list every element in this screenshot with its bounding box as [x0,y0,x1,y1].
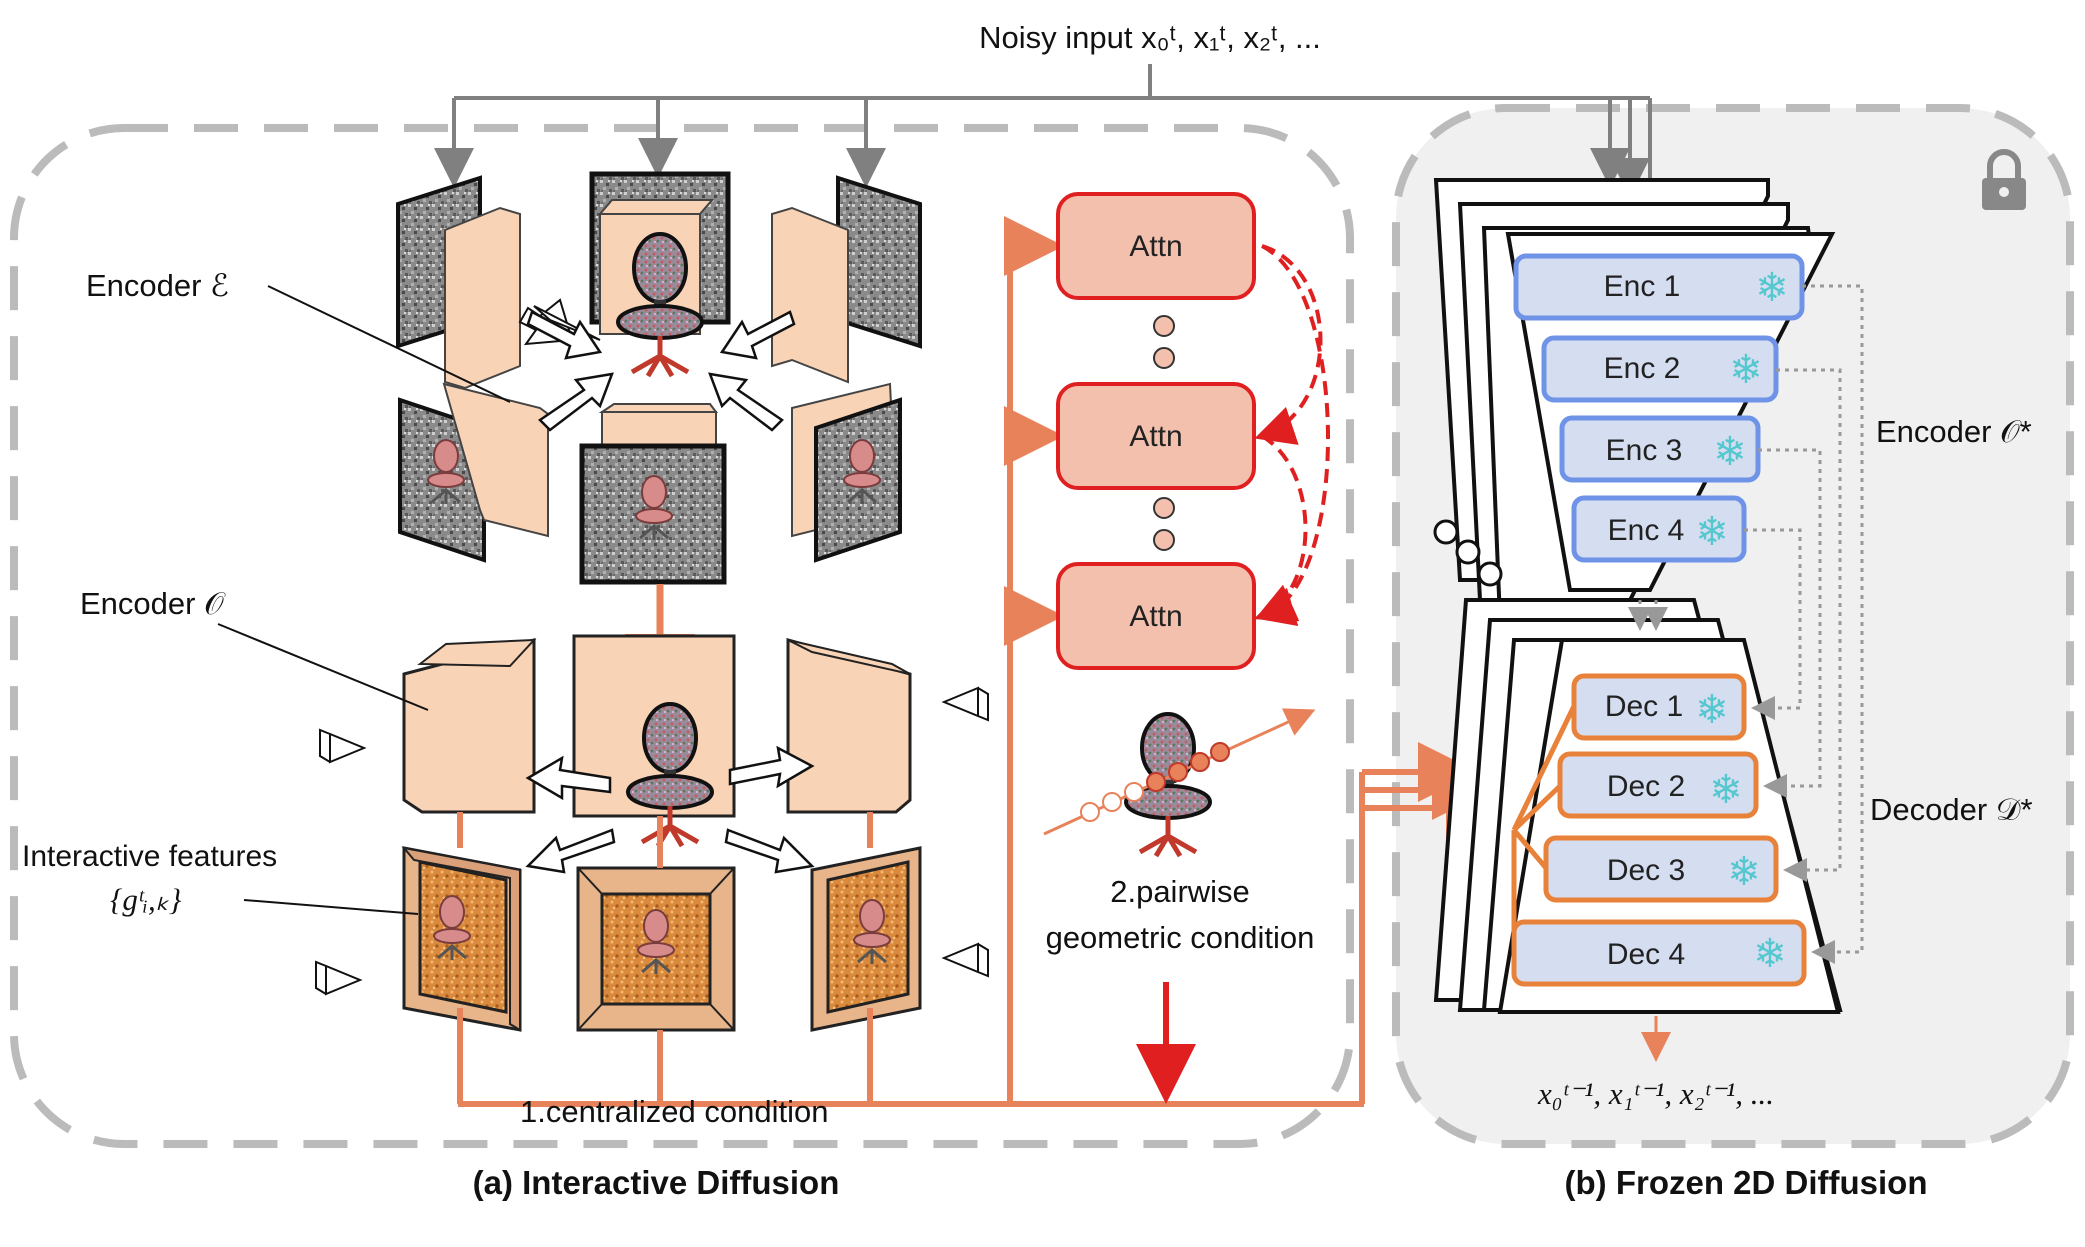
snowflake-icon: ❄ [1753,931,1787,977]
pairwise-label-2: geometric condition [1046,920,1315,955]
snowflake-icon: ❄ [1695,687,1729,733]
snowflake-icon: ❄ [1727,849,1761,895]
interactive-features-label: Interactive features [22,840,277,873]
camera-icon [943,943,989,977]
dec-block-3 [1543,835,1779,903]
dec-block-4 [1511,919,1807,987]
decoder-condition-fan [1511,704,1577,952]
decoder-d-star-label: Decoder 𝒟* [1870,792,2033,827]
dec-label-2: Dec 2 [1607,770,1685,803]
attn-label-3: Attn [1129,600,1182,633]
dec-block-2 [1557,751,1759,819]
attn-label-1: Attn [1129,230,1182,263]
encoder-o-label: Encoder 𝒪 [80,586,226,621]
dec-label-3: Dec 3 [1607,854,1685,887]
interactive-features-math: {gᵗᵢ,ₖ} [110,882,182,917]
noisy-input-label: Noisy input x₀ᵗ, x₁ᵗ, x₂ᵗ, ... [979,20,1321,55]
right-caption: (b) Frozen 2D Diffusion [1565,1164,1928,1201]
dec-blocks: Dec 1 ❄ Dec 2 ❄ Dec 3 ❄ Dec 4 ❄ [1511,673,1807,987]
snowflake-icon: ❄ [1755,265,1789,311]
encoder-e-leader [267,285,511,403]
dec-label-1: Dec 1 [1605,690,1683,723]
pairwise-geometry-illustration [1043,708,1316,856]
enc-blocks: Enc 1 ❄ Enc 2 ❄ Enc 3 ❄ Enc 4 ❄ [1513,253,1805,563]
interactive-features-cluster [401,846,922,1032]
feature-planes-cluster [402,634,912,874]
centralized-condition-label: 1.centralized condition [520,1094,828,1129]
lock-icon [1982,149,2026,210]
attn-label-2: Attn [1129,420,1182,453]
attention-column: Attn Attn Attn [1056,192,1330,670]
interactive-features-leader [243,899,419,915]
skip-connections [1628,284,1864,964]
attn-block-2 [1056,382,1256,490]
enc-label-4: Enc 4 [1608,514,1685,547]
encoder-e-label: Encoder ℰ [86,268,229,303]
snowflake-icon: ❄ [1729,347,1763,393]
encoder-o-leader [217,623,429,711]
dec-label-4: Dec 4 [1607,938,1685,971]
encoder-o-star-label: Encoder 𝒪* [1876,414,2032,449]
camera-icon [315,961,361,995]
enc-label-2: Enc 2 [1604,352,1681,385]
pairwise-label-1: 2.pairwise [1110,874,1250,909]
output-label: x₀ᵗ⁻¹, x₁ᵗ⁻¹, x₂ᵗ⁻¹, ... [1537,1076,1774,1111]
noisy-input-arrows [434,64,1670,228]
camera-icon [319,729,365,763]
snowflake-icon: ❄ [1713,429,1747,475]
attn-block-1 [1056,192,1256,300]
attn-block-3 [1056,562,1256,670]
snowflake-icon: ❄ [1695,509,1729,555]
enc-label-3: Enc 3 [1606,434,1683,467]
left-caption: (a) Interactive Diffusion [473,1164,840,1201]
enc-label-1: Enc 1 [1604,270,1681,303]
noisy-views-cluster [396,171,922,585]
snowflake-icon: ❄ [1709,767,1743,813]
centralized-condition-bus [457,216,1506,1107]
interactive-diffusion-panel [10,124,1354,1148]
camera-icon [943,687,989,721]
